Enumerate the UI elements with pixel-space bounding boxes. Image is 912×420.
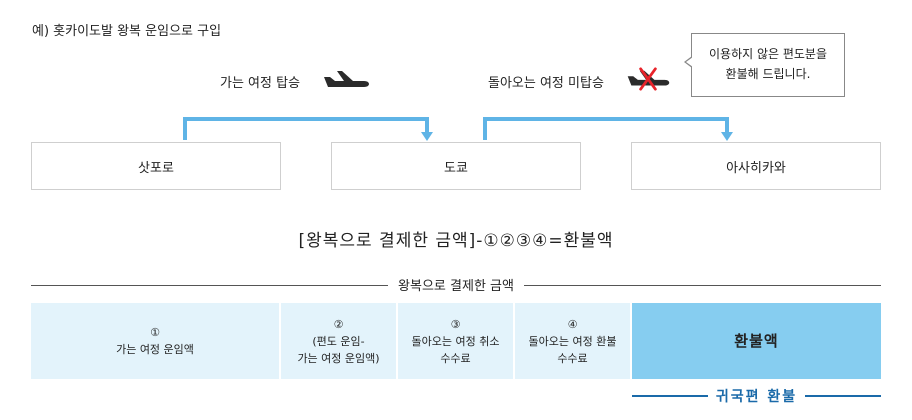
refund-amount-cell: 환불액 <box>632 303 881 379</box>
paid-amount-label: 왕복으로 결제한 금액 <box>388 279 524 294</box>
paid-amount-label-wrap: 왕복으로 결제한 금액 <box>0 275 912 294</box>
route-arrows <box>183 117 733 141</box>
breakdown-cell-2: ② (편도 운임- 가는 여정 운임액) <box>281 303 396 379</box>
outbound-leg-label: 가는 여정 탑승 <box>220 76 301 91</box>
breakdown-text: 돌아오는 여정 취소 <box>411 334 500 348</box>
breakdown-text: 수수료 <box>440 351 471 365</box>
city-label-sapporo: 삿포로 <box>138 160 174 176</box>
return-refund-label: 귀국편 환불 <box>707 389 806 405</box>
tooltip-line-2: 환불해 드립니다. <box>725 67 811 81</box>
return-route-arrow <box>483 117 733 141</box>
city-label-tokyo: 도쿄 <box>444 160 468 176</box>
breakdown-number: ③ <box>450 317 461 331</box>
breakdown-cell-4: ④ 돌아오는 여정 환불 수수료 <box>515 303 630 379</box>
breakdown-cell-3: ③ 돌아오는 여정 취소 수수료 <box>398 303 513 379</box>
breakdown-text: 가는 여정 운임액 <box>116 343 194 356</box>
breakdown-text: 가는 여정 운임액) <box>297 351 380 365</box>
city-label-asahikawa: 아사히카와 <box>726 160 786 176</box>
example-title: 예) 홋카이도발 왕복 운임으로 구입 <box>32 24 222 39</box>
city-box-asahikawa: 아사히카와 <box>631 142 881 190</box>
refund-formula: [왕복으로 결제한 금액]-①②③④=환불액 <box>298 231 614 251</box>
refund-amount-label: 환불액 <box>734 331 779 350</box>
tooltip-line-1: 이용하지 않은 편도분을 <box>708 47 828 61</box>
breakdown-text: (편도 운임- <box>312 334 365 348</box>
outbound-route-arrow <box>183 117 433 141</box>
breakdown-cell-1: ① 가는 여정 운임액 <box>31 303 279 379</box>
city-box-sapporo: 삿포로 <box>31 142 281 190</box>
breakdown-text: 수수료 <box>557 351 588 365</box>
return-leg-label: 돌아오는 여정 미탑승 <box>488 76 604 91</box>
breakdown-number: ① <box>150 326 160 339</box>
breakdown-number: ④ <box>567 317 578 331</box>
airplane-icon <box>324 71 369 87</box>
tooltip-pointer-fill <box>686 57 693 67</box>
return-refund-label-wrap: 귀국편 환불 <box>632 386 881 406</box>
city-box-tokyo: 도쿄 <box>331 142 581 190</box>
breakdown-number: ② <box>333 317 344 331</box>
breakdown-text: 돌아오는 여정 환불 <box>528 334 617 348</box>
cancelled-airplane-icon <box>627 67 670 91</box>
refund-tooltip: 이용하지 않은 편도분을 환불해 드립니다. <box>691 33 845 97</box>
